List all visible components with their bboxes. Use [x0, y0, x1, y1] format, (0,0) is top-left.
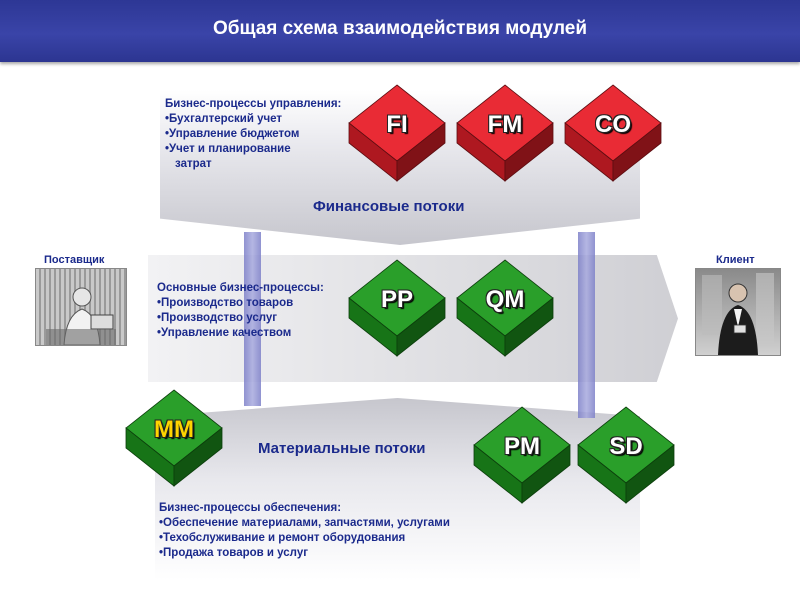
supply-processes: Бизнес-процессы обеспечения: •Обеспечени…: [159, 501, 450, 561]
cube-shape-icon: [348, 259, 446, 357]
header-bar: Общая схема взаимодействия модулей: [0, 0, 800, 62]
cube-right-face: [612, 122, 662, 182]
core-item: •Производство товаров: [157, 297, 294, 309]
module-pm-cube[interactable]: PM: [472, 405, 572, 505]
module-pp-label: PP: [380, 286, 413, 313]
supply-heading: Бизнес-процессы обеспечения:: [159, 502, 342, 514]
cube-right-face: [504, 122, 554, 182]
material-to-financial-arrow: [244, 232, 261, 406]
cube-right-face: [521, 444, 571, 504]
client-label: Клиент: [716, 254, 755, 266]
core-processes: Основные бизнес-процессы: •Производство …: [157, 281, 324, 341]
management-item: затрат: [175, 158, 212, 170]
module-qm-cube[interactable]: QM: [455, 258, 555, 358]
management-heading: Бизнес-процессы управления:: [165, 98, 342, 110]
module-fm-label: FM: [487, 111, 523, 138]
supply-item: •Продажа товаров и услуг: [159, 547, 309, 559]
management-item: •Управление бюджетом: [165, 128, 300, 140]
cube-shape-icon: [125, 389, 223, 487]
cube-shape-icon: [577, 406, 675, 504]
module-mm-label: MM: [154, 416, 194, 443]
module-co-label: CO: [595, 111, 631, 138]
cube-shape-icon: [456, 259, 554, 357]
module-fi-label: FI: [386, 111, 408, 138]
client-figure-icon: [702, 273, 774, 355]
core-item: •Производство услуг: [157, 312, 278, 324]
cube-right-face: [173, 427, 223, 487]
module-mm-cube[interactable]: MM: [124, 388, 224, 488]
management-processes: Бизнес-процессы управления: •Бухгалтерск…: [165, 97, 341, 172]
supplier-label: Поставщик: [44, 254, 105, 266]
cube-right-face: [396, 297, 446, 357]
module-co-cube[interactable]: CO: [563, 83, 663, 183]
supplier-figure-icon: [46, 287, 116, 345]
cube-right-face: [396, 122, 446, 182]
module-fi-cube[interactable]: FI: [347, 83, 447, 183]
module-sd-cube[interactable]: SD: [576, 405, 676, 505]
cube-shape-icon: [456, 84, 554, 182]
cube-right-face: [625, 444, 675, 504]
supplier-photo: [35, 268, 127, 346]
material-flows-label: Материальные потоки: [258, 440, 426, 457]
module-fm-cube[interactable]: FM: [455, 83, 555, 183]
supply-item: •Обеспечение материалами, запчастями, ус…: [159, 517, 450, 529]
management-item: •Бухгалтерский учет: [165, 113, 283, 125]
module-sd-label: SD: [609, 433, 643, 460]
financial-to-material-arrow: [578, 232, 595, 418]
page-title: Общая схема взаимодействия модулей: [212, 18, 588, 39]
module-qm-label: QM: [485, 286, 525, 313]
cube-shape-icon: [348, 84, 446, 182]
financial-flows-label: Финансовые потоки: [313, 198, 465, 215]
core-heading: Основные бизнес-процессы:: [157, 282, 324, 294]
client-photo: [695, 268, 781, 356]
cube-right-face: [504, 297, 554, 357]
cube-shape-icon: [564, 84, 662, 182]
material-panel: [155, 398, 640, 580]
supply-item: •Техобслуживание и ремонт оборудования: [159, 532, 406, 544]
management-item: •Учет и планирование: [165, 143, 291, 155]
cube-shape-icon: [473, 406, 571, 504]
module-pp-cube[interactable]: PP: [347, 258, 447, 358]
module-pm-label: PM: [504, 433, 540, 460]
core-item: •Управление качеством: [157, 327, 292, 339]
